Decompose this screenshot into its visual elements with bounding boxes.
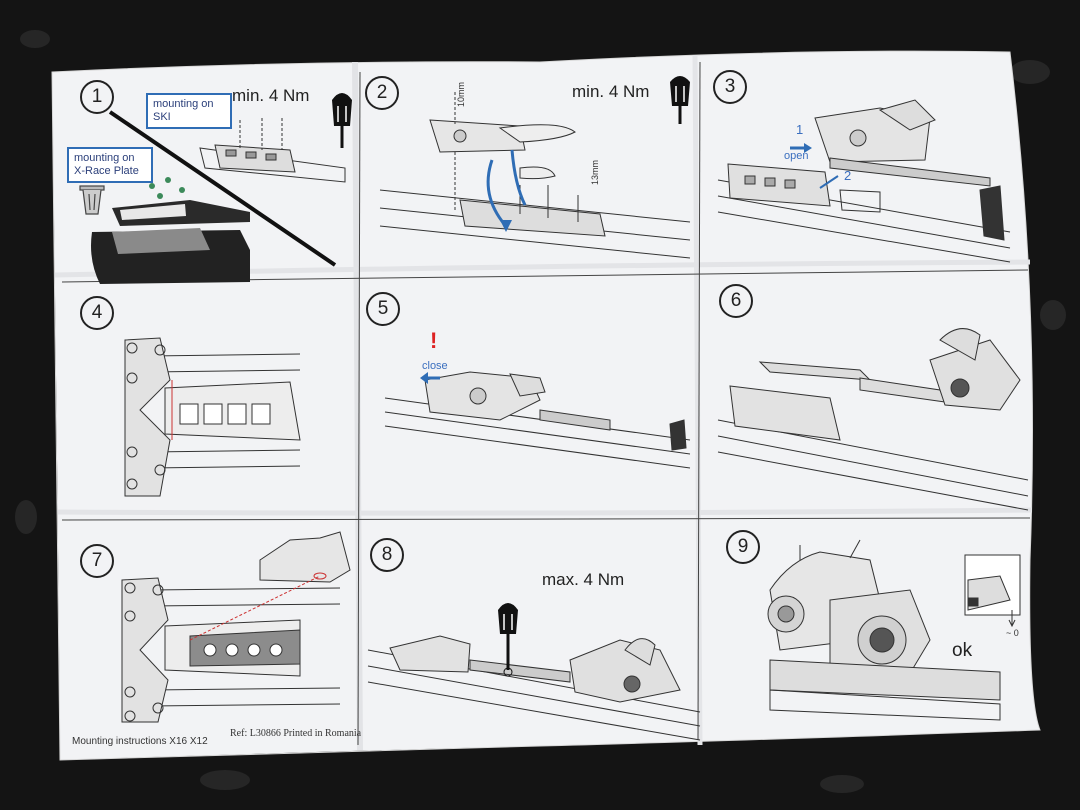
step-5-close-label: close [422,360,448,372]
step-9-ok-label: ok [952,640,973,661]
step-9-number: 9 [726,530,760,564]
step-7-number: 7 [80,544,114,578]
step-3-arrow-2: 2 [844,168,852,183]
dimension-10mm: 10mm [456,82,466,108]
step-3-number: 3 [713,70,747,104]
dimension-13mm: 13mm [590,160,600,186]
step-2-number: 2 [365,76,399,110]
footer-title: Mounting instructions X16 X12 [72,736,208,747]
step-9-gap-label: ~ 0 [1006,628,1019,638]
step-1-number: 1 [80,80,114,114]
warning-mark: ! [430,328,438,353]
footer-reference: Ref: L30866 Printed in Romania [230,728,362,739]
step-5-number: 5 [366,292,400,326]
step-3-open-label: open [784,150,809,162]
step-4-number: 4 [80,296,114,330]
step-2-torque: min. 4 Nm [572,82,650,101]
step-6-number: 6 [719,284,753,318]
step-8-number: 8 [370,538,404,572]
mounting-on-ski-label: mounting on SKI [146,93,232,129]
step-8-torque: max. 4 Nm [542,570,625,589]
step-3-arrow-1: 1 [796,122,804,137]
step-1-torque: min. 4 Nm [232,86,310,105]
mounting-on-plate-label: mounting on X-Race Plate [67,147,153,183]
